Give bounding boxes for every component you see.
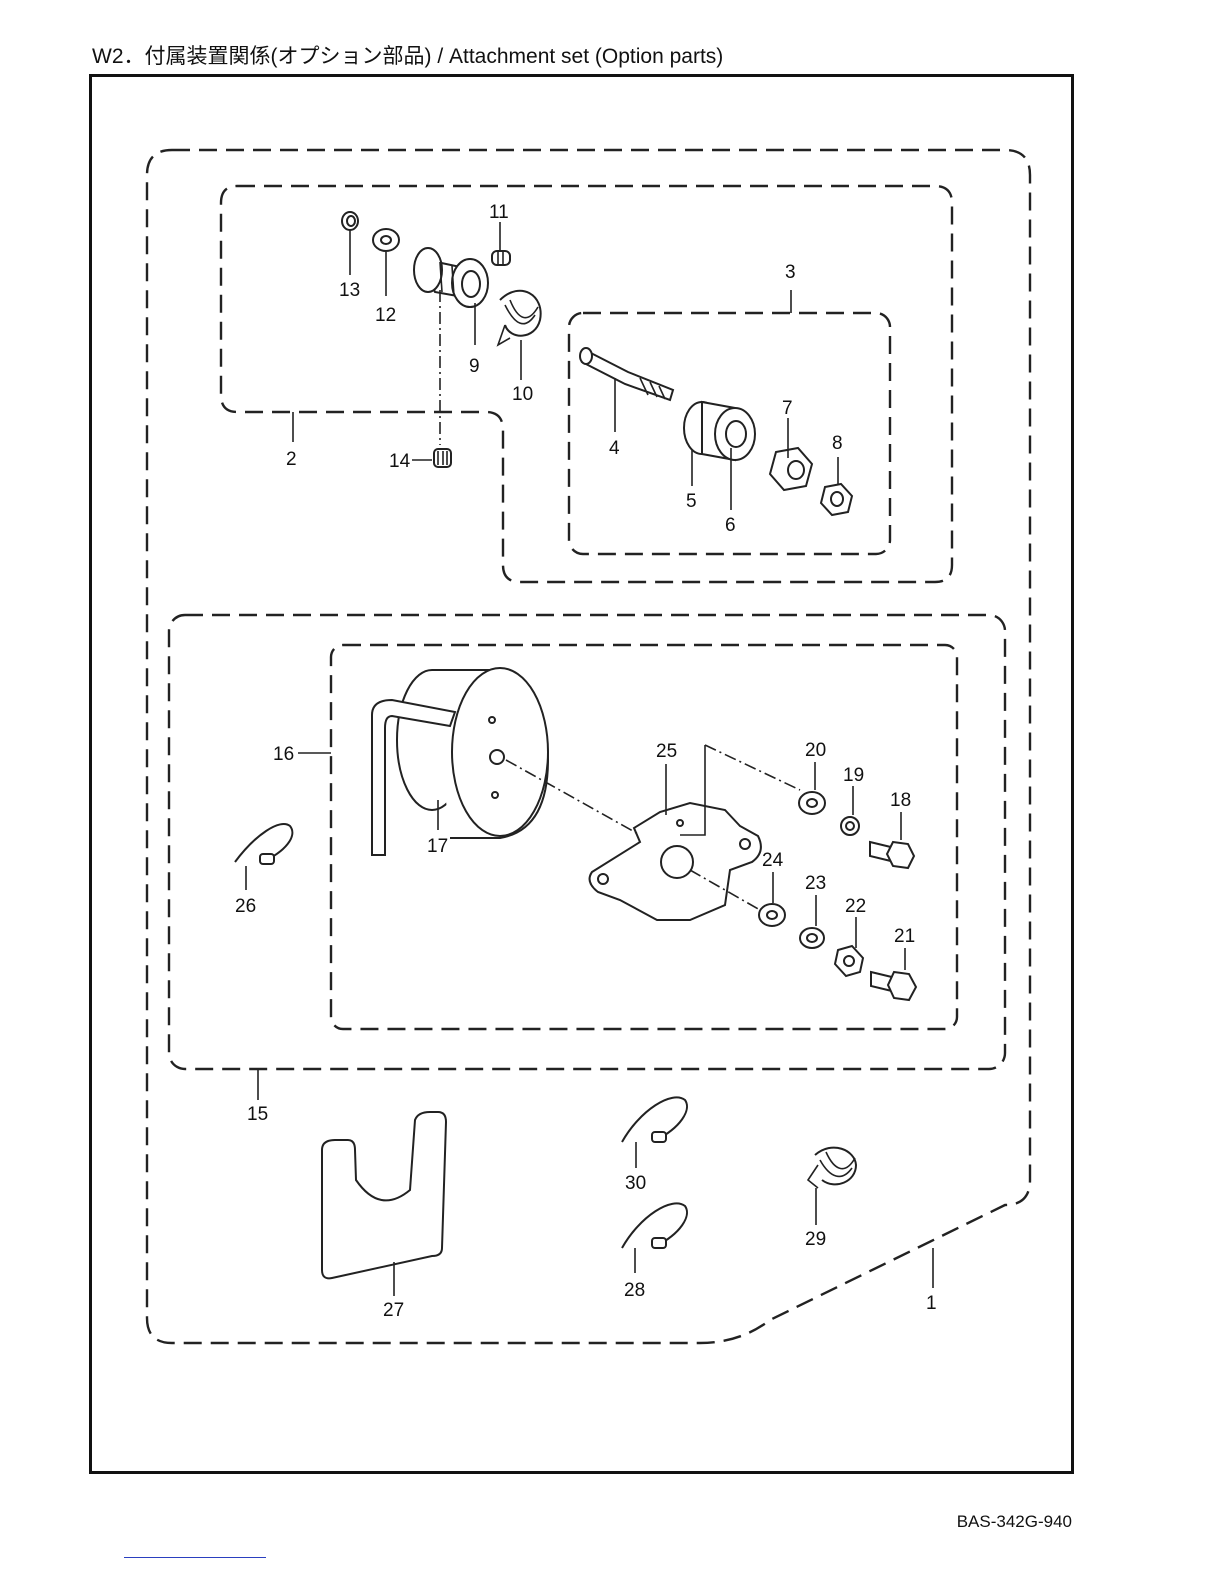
callout-19: 19 — [843, 765, 864, 786]
footer-link-rule — [124, 1557, 266, 1558]
callout-12: 12 — [375, 305, 396, 326]
callout-25: 25 — [656, 741, 677, 762]
callout-6: 6 — [725, 515, 736, 536]
callout-28: 28 — [624, 1280, 645, 1301]
callout-11: 11 — [489, 202, 509, 223]
callout-15: 15 — [247, 1104, 268, 1125]
part-14-set-screw — [434, 449, 451, 467]
callout-26: 26 — [235, 896, 256, 917]
callout-4: 4 — [609, 438, 620, 459]
callout-14: 14 — [389, 451, 411, 472]
part-4-shaft — [580, 348, 673, 400]
part-11-set-screw — [492, 251, 510, 265]
part-21-bolt — [871, 972, 916, 1000]
part-18-bolt — [870, 842, 914, 868]
callout-16: 16 — [273, 744, 294, 765]
callout-23: 23 — [805, 873, 826, 894]
callout-24: 24 — [762, 850, 784, 871]
callout-1: 1 — [926, 1293, 937, 1314]
part-28-cable-clip — [622, 1203, 687, 1248]
group-2-boundary — [221, 186, 952, 582]
part-12-washer — [373, 229, 399, 251]
part-24-washer — [759, 904, 785, 926]
part-10-spring — [498, 291, 541, 345]
leader-lines — [246, 222, 933, 1296]
part-17-motor — [372, 668, 548, 855]
callout-7: 7 — [782, 398, 793, 419]
part-13-retaining-ring — [342, 212, 358, 230]
callout-5: 5 — [686, 491, 697, 512]
group-15-boundary — [169, 615, 1005, 1069]
callout-3: 3 — [785, 262, 796, 283]
callout-2: 2 — [286, 449, 297, 470]
part-25-bracket — [590, 803, 761, 920]
part-22-nut — [835, 946, 863, 976]
part-7-nut — [770, 448, 812, 490]
callout-18: 18 — [890, 790, 911, 811]
part-5-6-pulley — [684, 402, 755, 460]
callout-30: 30 — [625, 1173, 646, 1194]
part-29-spring — [808, 1148, 856, 1188]
part-19-lock-washer — [841, 817, 859, 835]
callout-20: 20 — [805, 740, 826, 761]
part-26-cable-clip — [235, 824, 292, 864]
centre-line-bracket-upper — [705, 745, 800, 790]
callout-10: 10 — [512, 384, 533, 405]
part-27-plate — [322, 1112, 446, 1278]
callout-17: 17 — [427, 836, 448, 857]
document-code: BAS-342G-940 — [957, 1512, 1072, 1532]
callout-13: 13 — [339, 280, 360, 301]
part-9-collar — [414, 248, 488, 307]
part-23-washer — [800, 928, 824, 948]
callout-9: 9 — [469, 356, 480, 377]
callout-8: 8 — [832, 433, 843, 454]
callout-27: 27 — [383, 1300, 404, 1321]
callout-21: 21 — [894, 926, 915, 947]
part-30-cable-clip — [622, 1097, 687, 1142]
callout-22: 22 — [845, 896, 866, 917]
part-20-washer — [799, 792, 825, 814]
part-8-nut — [821, 484, 852, 515]
callout-29: 29 — [805, 1229, 826, 1250]
